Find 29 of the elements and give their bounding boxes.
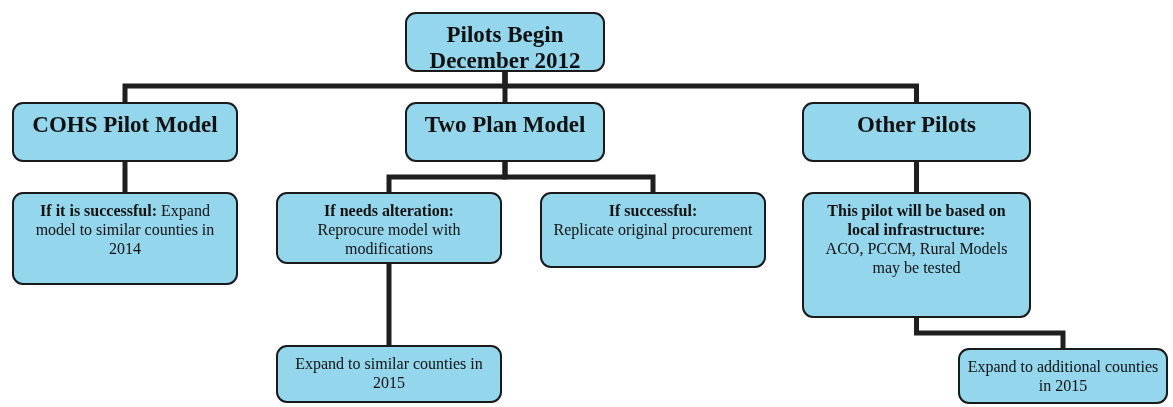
box-text: Reprocure model with modifications: [316, 220, 462, 258]
step-box: [802, 192, 1031, 318]
box-text: Replicate original procurement: [553, 220, 753, 239]
heading-box: [802, 102, 1031, 162]
box-text: Expand to additional counties in 2015: [966, 357, 1160, 395]
heading-box: [405, 102, 605, 162]
heading-box: [405, 12, 605, 72]
connector-line: [386, 264, 392, 345]
connector-line: [502, 162, 656, 192]
step-box: [958, 348, 1168, 404]
box-text: If successful:: [608, 201, 698, 220]
step-box: [12, 192, 238, 285]
box-text: ACO, PCCM, Rural Models may be tested: [824, 239, 1009, 277]
connector-line: [914, 318, 1066, 348]
box-text: If needs alteration:: [324, 201, 454, 220]
connector-line: [502, 72, 919, 102]
connector-line: [122, 162, 128, 192]
heading-box: [12, 102, 238, 162]
box-title: Other Pilots: [856, 112, 976, 138]
box-title: Two Plan Model: [424, 112, 586, 138]
box-text: If it is successful: Expand model to similar counties in 2014: [34, 201, 216, 258]
box-title: COHS Pilot Model: [32, 112, 218, 138]
step-box: [276, 345, 502, 403]
connector-line: [914, 162, 919, 192]
step-box: [276, 192, 502, 264]
box-text: Expand to similar counties in 2015: [294, 354, 484, 392]
box-title: Pilots Begin December 2012: [428, 22, 582, 74]
step-box: [540, 192, 766, 268]
box-text: This pilot will be based on local infrastructure:: [826, 201, 1007, 239]
